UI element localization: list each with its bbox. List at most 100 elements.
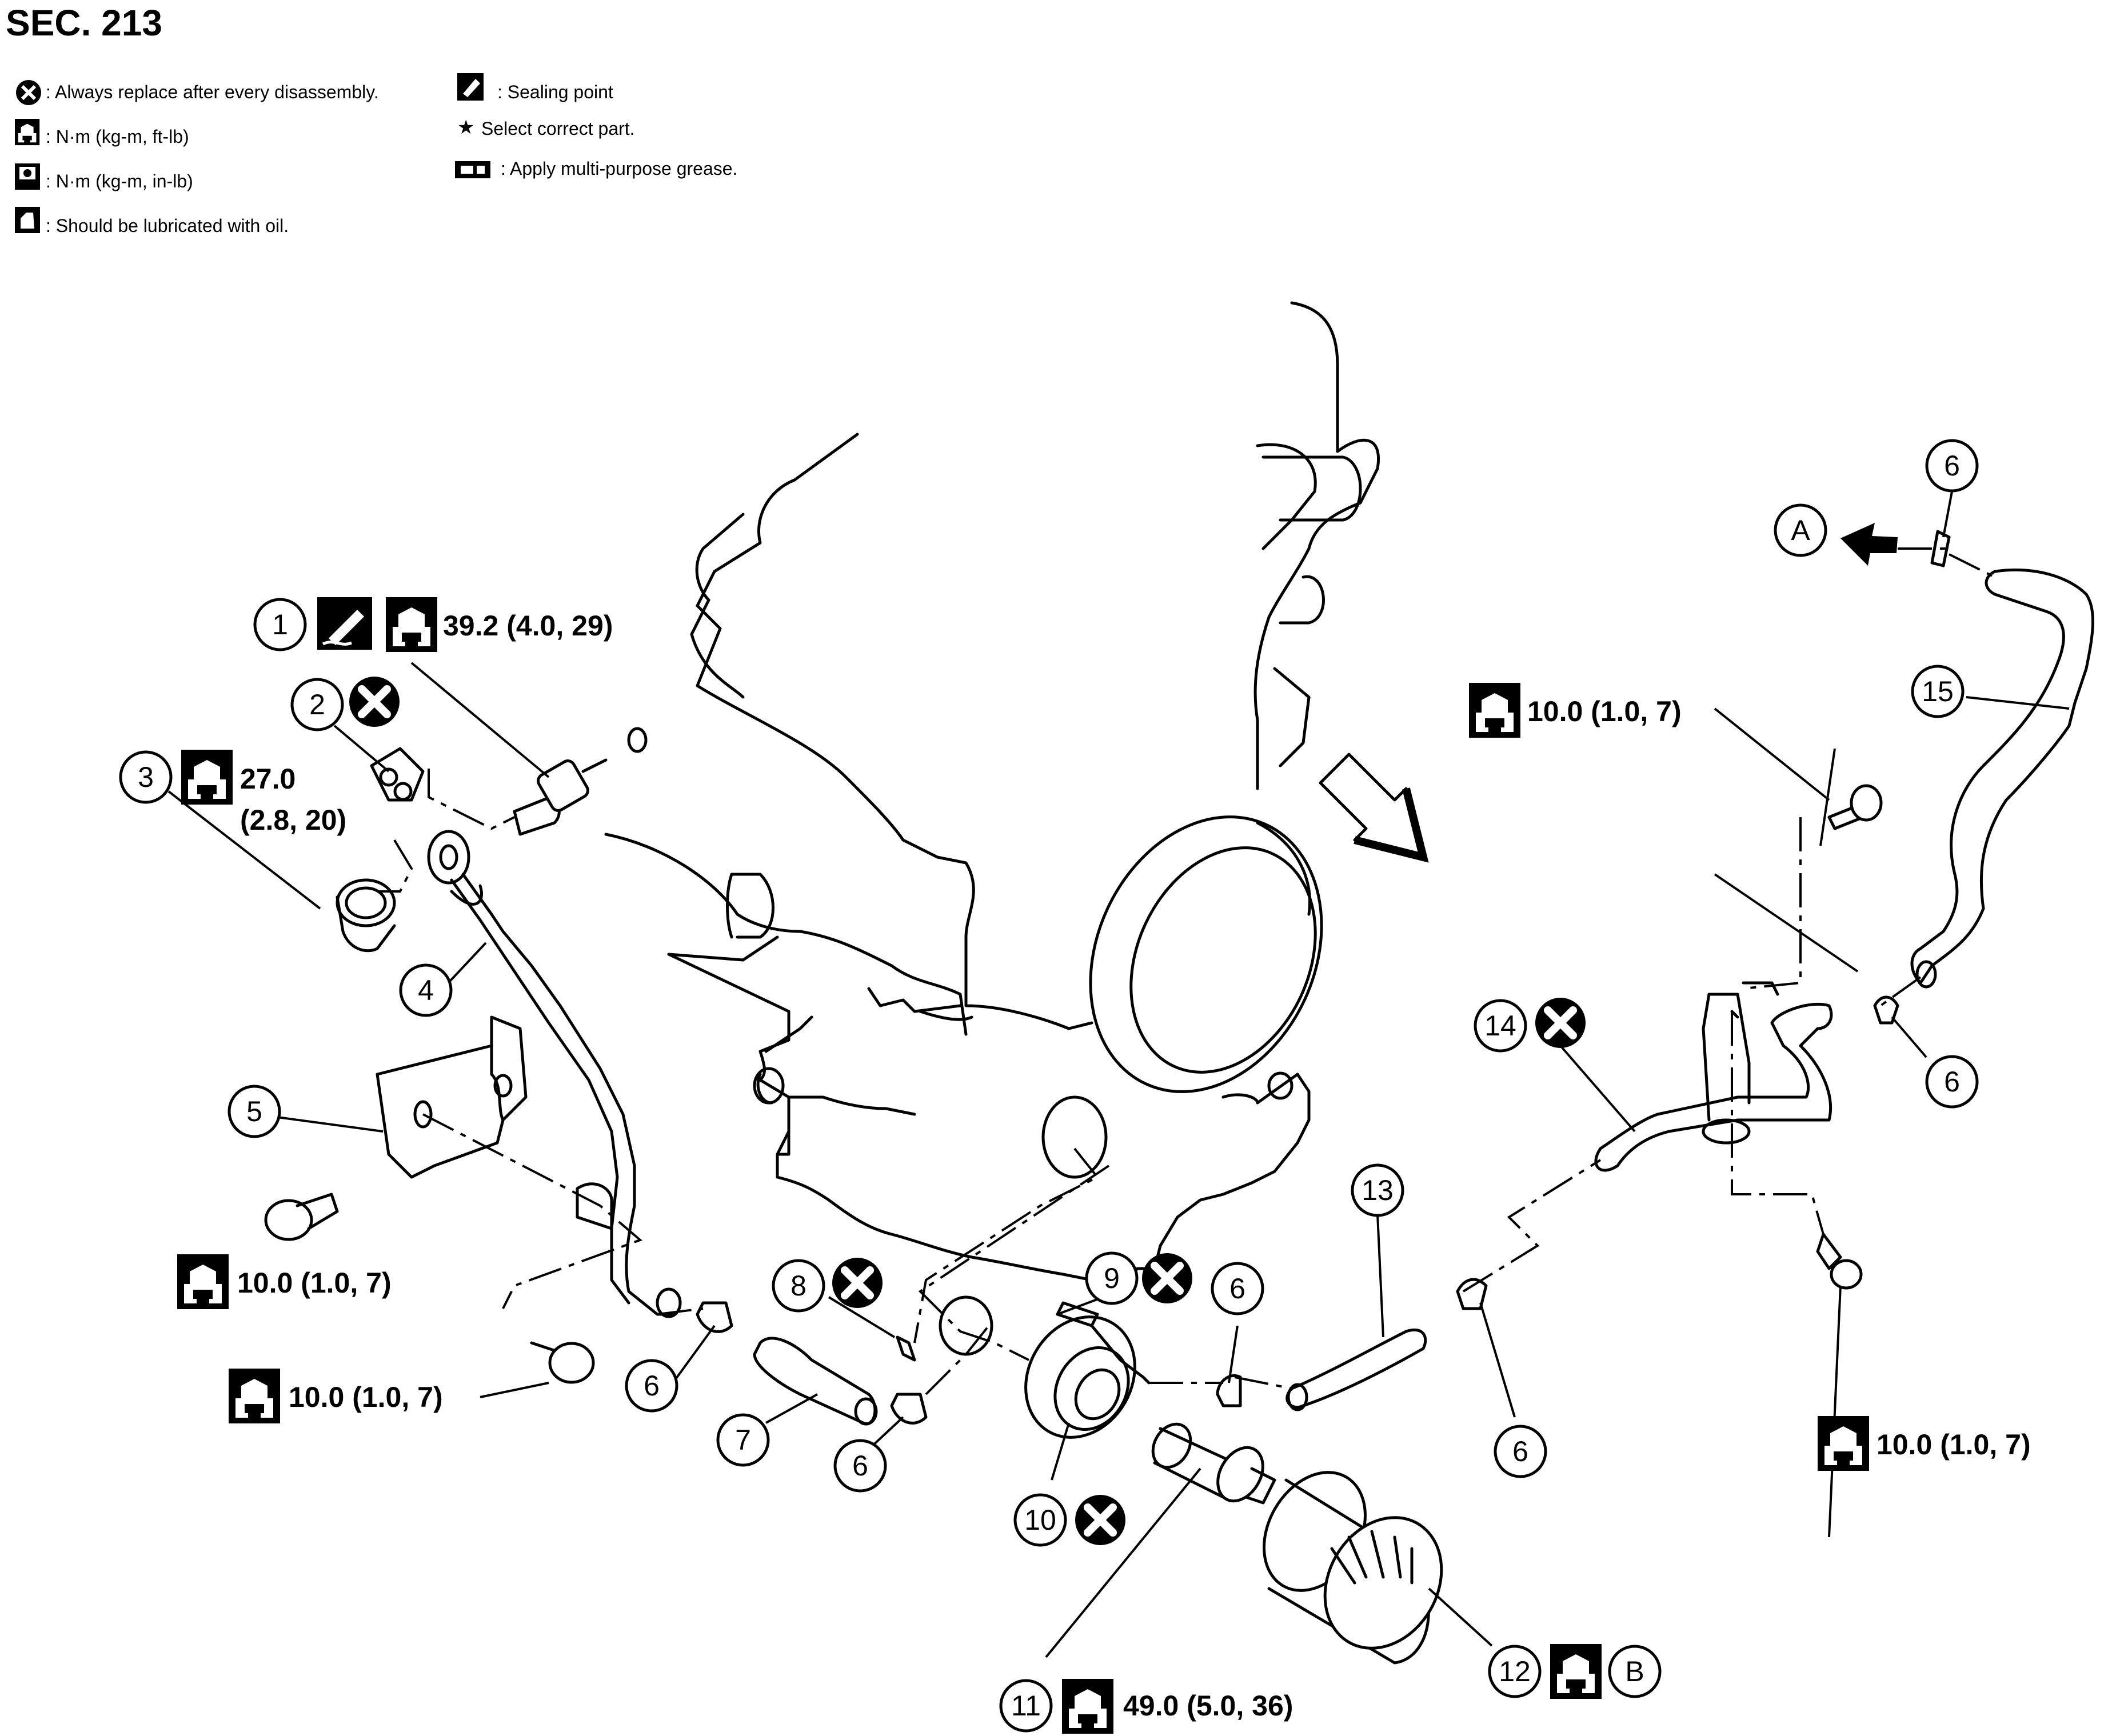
svg-text:A: A bbox=[1791, 514, 1810, 546]
callout-6: 6 bbox=[1494, 1425, 1547, 1478]
callout-6: 6 bbox=[1925, 1055, 1979, 1109]
water-hose-15 bbox=[1910, 568, 2095, 989]
callout-6: 6 bbox=[1925, 439, 1979, 493]
water-pipe-14 bbox=[1594, 981, 1833, 1172]
torque-wrench-icon bbox=[1062, 1679, 1113, 1734]
torque-spec-tube-bolt: 10.0 (1.0, 7) bbox=[229, 1369, 443, 1423]
svg-text:(2.8, 20): (2.8, 20) bbox=[240, 804, 346, 836]
svg-text:11: 11 bbox=[1011, 1690, 1041, 1722]
sealing-point-icon bbox=[317, 597, 372, 650]
svg-text:10.0 (1.0, 7): 10.0 (1.0, 7) bbox=[237, 1267, 392, 1299]
legend-select-part-text: Select correct part. bbox=[481, 118, 635, 139]
grease-icon bbox=[455, 161, 490, 178]
hose-clamp bbox=[696, 530, 1951, 1425]
svg-text:6: 6 bbox=[852, 1450, 868, 1482]
replace-x-icon bbox=[1075, 1495, 1125, 1545]
callout-2: 2 bbox=[290, 677, 400, 731]
callout-9: 9 bbox=[1085, 1253, 1192, 1303]
callout-11: 11 49.0 (5.0, 36) bbox=[999, 1679, 1293, 1734]
section-title: SEC. 213 bbox=[6, 2, 162, 43]
callout-13: 13 bbox=[1351, 1163, 1404, 1217]
callout-3: 3 27.0 (2.8, 20) bbox=[119, 750, 346, 836]
svg-text:10.0 (1.0, 7): 10.0 (1.0, 7) bbox=[1527, 695, 1682, 727]
water-hose-13 bbox=[1285, 1328, 1427, 1411]
callout-15: 15 bbox=[1911, 665, 1965, 718]
torque-spec-bracket-bolt: 10.0 (1.0, 7) bbox=[177, 1254, 392, 1309]
callout-6: 6 bbox=[833, 1439, 887, 1493]
svg-text:13: 13 bbox=[1362, 1174, 1394, 1206]
legend-in-lb-text: : N·m (kg-m, in-lb) bbox=[46, 171, 193, 191]
svg-text:2: 2 bbox=[309, 689, 325, 721]
replace-x-icon bbox=[1535, 998, 1586, 1048]
svg-text:B: B bbox=[1625, 1655, 1644, 1687]
svg-text:7: 7 bbox=[735, 1424, 751, 1456]
legend-sealing-text: : Sealing point bbox=[497, 82, 613, 102]
x-circle-icon bbox=[16, 80, 41, 105]
svg-text:10.0 (1.0, 7): 10.0 (1.0, 7) bbox=[289, 1381, 443, 1413]
torque-wrench-icon bbox=[229, 1369, 280, 1423]
reference-b bbox=[1608, 1645, 1662, 1698]
svg-text:6: 6 bbox=[1229, 1273, 1245, 1305]
svg-text:10.0 (1.0, 7): 10.0 (1.0, 7) bbox=[1877, 1429, 2031, 1461]
star-icon: ★ bbox=[457, 117, 474, 138]
callout-4: 4 bbox=[399, 963, 453, 1017]
legend-ft-lb-text: : N·m (kg-m, ft-lb) bbox=[46, 126, 189, 147]
torque-wrench-icon bbox=[177, 1254, 229, 1309]
svg-text:39.2 (4.0, 29): 39.2 (4.0, 29) bbox=[443, 610, 613, 642]
copper-washer bbox=[370, 747, 425, 802]
oil-cooler bbox=[1024, 1301, 1151, 1439]
svg-text:10: 10 bbox=[1024, 1504, 1056, 1536]
oil-tube bbox=[427, 830, 682, 1318]
torque-spec-upper-right-bolt: 10.0 (1.0, 7) bbox=[1469, 683, 1682, 738]
svg-text:6: 6 bbox=[1512, 1435, 1528, 1467]
replace-x-icon bbox=[832, 1258, 883, 1308]
oil-filter bbox=[1263, 1471, 1443, 1665]
callout-6: 6 bbox=[625, 1359, 678, 1413]
svg-text:5: 5 bbox=[246, 1095, 262, 1127]
replace-x-icon bbox=[1142, 1253, 1192, 1303]
leader-lines bbox=[167, 491, 2070, 1658]
front-arrow-icon bbox=[1319, 753, 1429, 863]
callout-10: 10 bbox=[1013, 1495, 1125, 1545]
engine-block bbox=[604, 301, 1380, 1282]
torque-spec-lower-right-bolt: 10.0 (1.0, 7) bbox=[1818, 1416, 2031, 1471]
tube-bracket bbox=[376, 1015, 528, 1179]
crank-pulley bbox=[1089, 815, 1323, 1093]
svg-text:4: 4 bbox=[418, 974, 434, 1006]
to-a-arrow-icon bbox=[1840, 523, 1898, 566]
callout-8: 8 bbox=[772, 1258, 883, 1313]
svg-text:6: 6 bbox=[1944, 1066, 1960, 1098]
torque-wrench-icon bbox=[15, 119, 40, 146]
torque-wrench-icon bbox=[1818, 1416, 1869, 1471]
torque-wrench-filled-icon bbox=[15, 163, 40, 190]
svg-text:6: 6 bbox=[1944, 450, 1960, 482]
callout-1: 1 39.2 (4.0, 29) bbox=[253, 597, 613, 652]
water-hose-7 bbox=[753, 1337, 878, 1426]
callout-7: 7 bbox=[716, 1413, 770, 1467]
torque-wrench-icon bbox=[181, 750, 233, 805]
svg-text:49.0 (5.0, 36): 49.0 (5.0, 36) bbox=[1123, 1690, 1293, 1722]
tube-bolt bbox=[530, 1341, 595, 1384]
svg-text:15: 15 bbox=[1922, 675, 1954, 707]
oil-can-icon bbox=[15, 207, 40, 233]
bracket-bolt bbox=[264, 1193, 339, 1241]
o-ring-8 bbox=[896, 1335, 916, 1362]
svg-text:6: 6 bbox=[644, 1370, 660, 1402]
connector-bolt-11 bbox=[1151, 1422, 1276, 1505]
legend-lubricate-text: : Should be lubricated with oil. bbox=[46, 215, 289, 236]
torque-wrench-icon bbox=[386, 597, 437, 652]
connector-bolt bbox=[513, 727, 648, 836]
lower-right-bolt bbox=[1816, 1233, 1863, 1290]
torque-wrench-icon bbox=[1550, 1644, 1602, 1699]
legend-grease-text: : Apply multi-purpose grease. bbox=[501, 158, 737, 179]
svg-text:12: 12 bbox=[1499, 1655, 1531, 1687]
svg-text:1: 1 bbox=[272, 609, 288, 641]
svg-text:9: 9 bbox=[1104, 1262, 1120, 1294]
svg-text:3: 3 bbox=[138, 761, 154, 793]
callout-5: 5 bbox=[227, 1085, 281, 1138]
callout-14: 14 bbox=[1474, 998, 1586, 1053]
o-ring-9 bbox=[939, 1295, 993, 1356]
legend-replace-text: : Always replace after every disassembly… bbox=[46, 82, 379, 102]
legend: : Always replace after every disassembly… bbox=[15, 73, 737, 236]
